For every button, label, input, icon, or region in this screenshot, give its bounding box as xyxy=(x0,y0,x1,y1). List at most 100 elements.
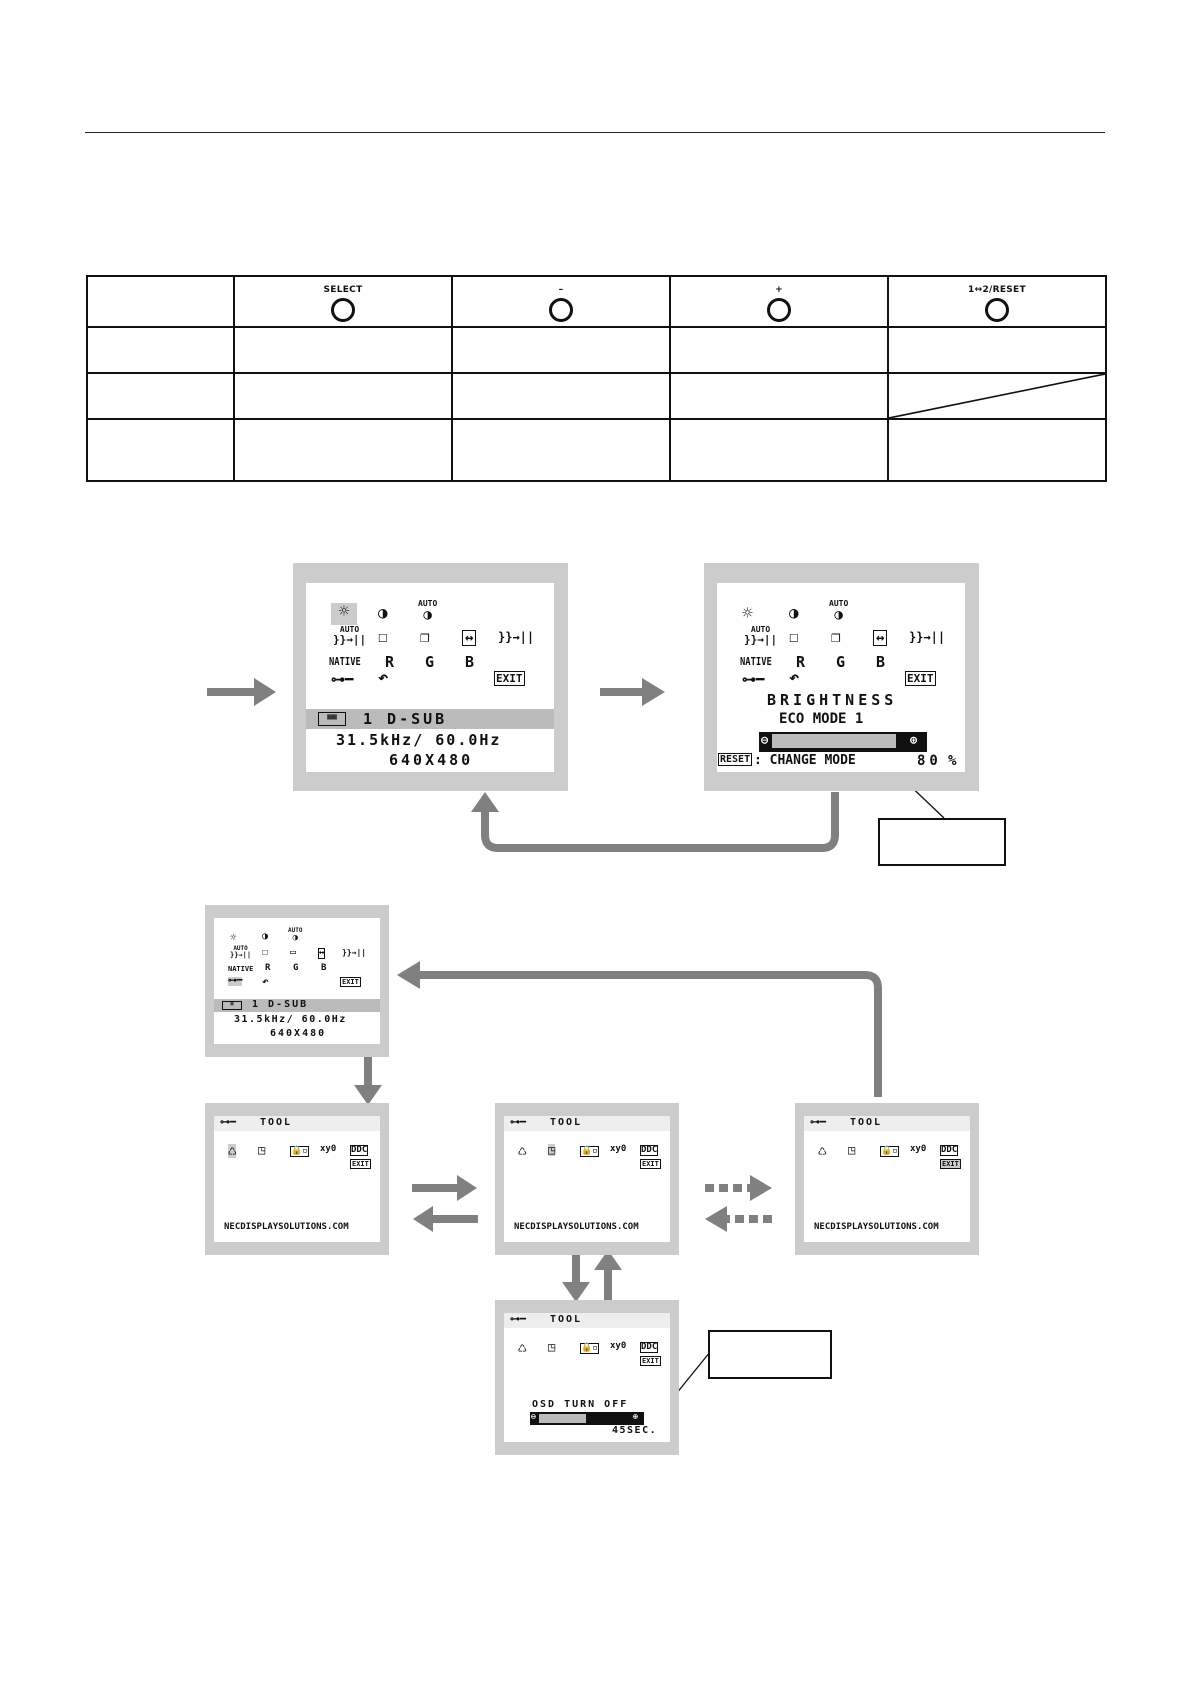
osd-position-icon: ◳ xyxy=(548,1143,556,1157)
down-up-icon: ▭ xyxy=(290,947,297,958)
xy-label: xy0 xyxy=(610,1144,627,1154)
down-up-icon: ❐ xyxy=(420,627,430,646)
brightness-slider: ⊖ ⊕ xyxy=(759,732,927,752)
osd-position-icon: ◳ xyxy=(548,1340,556,1354)
osd-tool-screen-2: ⊶━ TOOL ♺ ◳ 🔒▫ xy0 DDC EXIT NECDISPLAYSO… xyxy=(495,1103,679,1255)
input-bar xyxy=(306,709,554,729)
top-rule xyxy=(85,132,1105,133)
select-button-icon xyxy=(331,297,355,322)
plus-button-icon xyxy=(767,297,791,322)
tool-wrench-icon: ⊶━ xyxy=(220,1117,237,1128)
dsub-connector-icon: ▦ xyxy=(222,1001,242,1010)
fine-icon: }}→|| xyxy=(342,948,367,957)
reset-button-header: 1↔2/RESET xyxy=(887,275,1107,328)
green-label: G xyxy=(293,963,299,973)
ddc-icon: DDC xyxy=(640,1342,659,1353)
contrast-icon: ◑ xyxy=(789,603,799,622)
native-label: NATIVE xyxy=(228,965,254,973)
tool-title-bar xyxy=(214,1116,380,1131)
lock-icon: 🔒▫ xyxy=(580,1146,599,1157)
tool-wrench-icon: ⊶━ xyxy=(742,672,765,688)
osd-turn-off-label: OSD TURN OFF xyxy=(532,1399,629,1410)
table-cell xyxy=(669,372,889,420)
tool-title-bar xyxy=(804,1116,970,1131)
tool-wrench-icon: ⊶━ xyxy=(331,672,354,688)
h-size-icon: ↔ xyxy=(462,630,477,646)
osd-brightness-screen: ☼ ◑ AUTO◑ AUTO}}→|| ☐ ❐ ↔ }}→|| NATIVE R… xyxy=(704,563,979,791)
tool-title-bar xyxy=(504,1313,670,1328)
h-size-icon: ↔ xyxy=(873,630,888,646)
table-corner-cell xyxy=(86,275,235,328)
xy-label: xy0 xyxy=(320,1144,337,1154)
tool-title: TOOL xyxy=(550,1117,583,1128)
minus-button-header: – xyxy=(451,275,671,328)
language-icon: ♺ xyxy=(818,1143,827,1159)
reset-key-label: RESET xyxy=(718,753,753,766)
plus-circle-icon: ⊕ xyxy=(910,733,918,747)
table-cell xyxy=(451,326,671,374)
url-label: NECDISPLAYSOLUTIONS.COM xyxy=(514,1222,639,1232)
blue-label: B xyxy=(465,653,475,671)
fine-icon: }}→|| xyxy=(498,630,535,644)
diagonal-slash xyxy=(889,374,1105,418)
left-right-icon: ☐ xyxy=(789,627,799,646)
exit-label: EXIT xyxy=(905,671,936,686)
auto-contrast-icon: AUTO◑ xyxy=(288,927,303,943)
plus-label: + xyxy=(775,284,783,295)
table-cell xyxy=(669,418,889,482)
brightness-icon: ☼ xyxy=(230,931,237,944)
slider-fill xyxy=(539,1414,586,1423)
select-label: SELECT xyxy=(323,284,363,295)
exit-label: EXIT xyxy=(494,671,525,686)
auto-adjust-icon: AUTO}}→|| xyxy=(230,945,252,959)
ddc-icon: DDC xyxy=(640,1145,659,1156)
native-label: NATIVE xyxy=(329,655,361,668)
table-cell xyxy=(669,326,889,374)
plus-circle-icon: ⊕ xyxy=(633,1412,638,1421)
minus-circle-icon: ⊖ xyxy=(531,1412,536,1421)
resolution-label: 640X480 xyxy=(389,751,474,769)
plus-button-header: + xyxy=(669,275,889,328)
xy-label: xy0 xyxy=(910,1144,927,1154)
auto-contrast-icon: AUTO◑ xyxy=(418,599,438,623)
control-table: SELECT – + 1↔2/RESET xyxy=(86,275,1107,482)
tool-wrench-icon: ⊶━ xyxy=(510,1314,527,1325)
tool-title: TOOL xyxy=(550,1314,583,1325)
dsub-connector-icon: ▦▦ xyxy=(318,712,346,726)
minus-label: – xyxy=(558,284,564,295)
left-right-icon: ☐ xyxy=(262,947,269,958)
red-label: R xyxy=(265,963,271,973)
table-cell xyxy=(451,418,671,482)
left-right-icon: ☐ xyxy=(378,627,388,646)
osd-main-small-screen: ☼ ◑ AUTO◑ AUTO}}→|| ☐ ▭ ↔ }}→|| NATIVE R… xyxy=(205,905,389,1057)
exit-label: EXIT xyxy=(350,1159,371,1169)
frequency-label: 31.5kHz/ 60.0Hz xyxy=(336,731,502,749)
tool-wrench-icon: ⊶━ xyxy=(228,976,243,986)
osd-position-icon: ◳ xyxy=(258,1143,266,1157)
exit-label: EXIT xyxy=(940,1159,961,1169)
auto-adjust-icon: AUTO}}→|| xyxy=(744,625,778,646)
language-icon: ♺ xyxy=(518,1143,527,1159)
lock-icon: 🔒▫ xyxy=(880,1146,899,1157)
table-cell xyxy=(86,326,235,374)
exit-label: EXIT xyxy=(340,977,361,987)
percent-unit: % xyxy=(948,753,957,769)
tool-wrench-icon: ⊶━ xyxy=(810,1117,827,1128)
xy-label: xy0 xyxy=(610,1341,627,1351)
brightness-icon: ☼ xyxy=(331,603,357,625)
eco-mode-label: ECO MODE 1 xyxy=(779,711,864,727)
brightness-value: 80 xyxy=(917,753,942,769)
timer-seconds-label: 45SEC. xyxy=(612,1425,658,1436)
table-cell xyxy=(887,418,1107,482)
auto-contrast-icon: AUTO◑ xyxy=(829,599,849,623)
osd-timer-callout-box xyxy=(708,1330,832,1379)
osd-tool-turn-off-screen: ⊶━ TOOL ♺ ◳ 🔒▫ xy0 DDC EXIT OSD TURN OFF… xyxy=(495,1300,679,1455)
tool-wrench-icon: ⊶━ xyxy=(510,1117,527,1128)
reset-label: 1↔2/RESET xyxy=(968,284,1026,295)
red-label: R xyxy=(796,653,806,671)
green-label: G xyxy=(425,653,435,671)
select-button-header: SELECT xyxy=(233,275,453,328)
h-size-icon: ↔ xyxy=(318,948,326,959)
tool-title-bar xyxy=(504,1116,670,1131)
